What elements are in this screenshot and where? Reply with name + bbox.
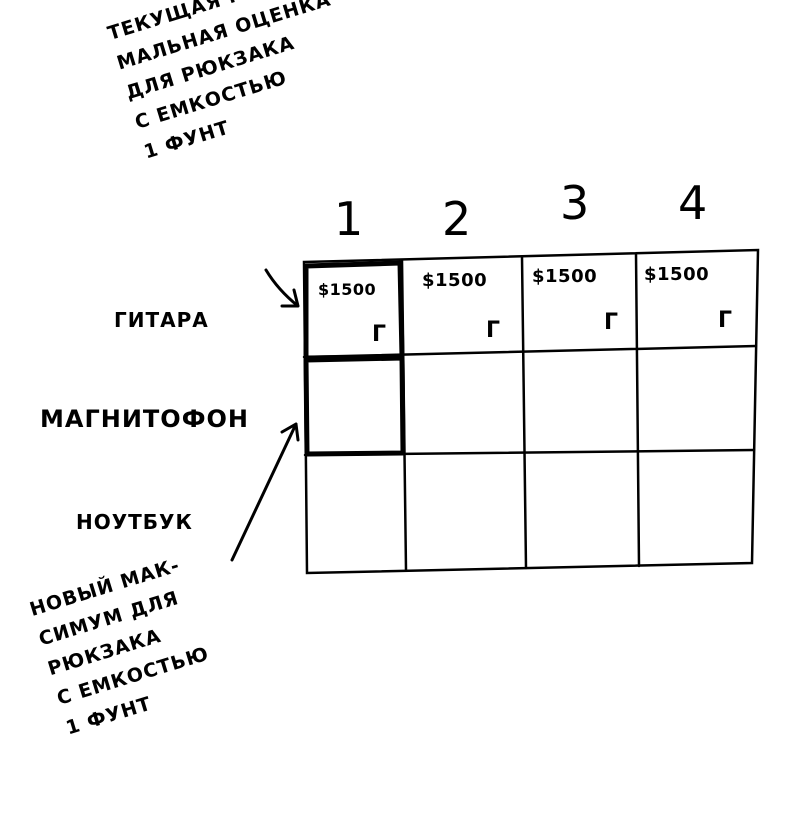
row-label-tape-recorder: МАГНИТОФОН bbox=[40, 405, 249, 433]
cell-value: $1500 bbox=[318, 280, 377, 299]
cell-value: $1500 bbox=[532, 266, 598, 287]
column-header-4: 4 bbox=[678, 176, 708, 230]
cell-item: Г bbox=[372, 322, 387, 347]
arrow-to-new-cell bbox=[230, 422, 300, 562]
arrow-to-current-cell bbox=[264, 268, 300, 308]
column-header-2: 2 bbox=[442, 192, 472, 246]
row-label-laptop: НОУТБУК bbox=[76, 510, 193, 534]
cell-item: Г bbox=[486, 318, 501, 343]
cell-value: $1500 bbox=[644, 264, 710, 285]
row-label-guitar: ГИТАРА bbox=[114, 308, 209, 332]
highlighted-cells bbox=[303, 260, 406, 457]
column-header-1: 1 bbox=[334, 192, 364, 246]
cell-value: $1500 bbox=[422, 270, 488, 291]
column-header-3: 3 bbox=[560, 176, 590, 230]
cell-item: Г bbox=[604, 310, 619, 335]
cell-item: Г bbox=[718, 308, 733, 333]
